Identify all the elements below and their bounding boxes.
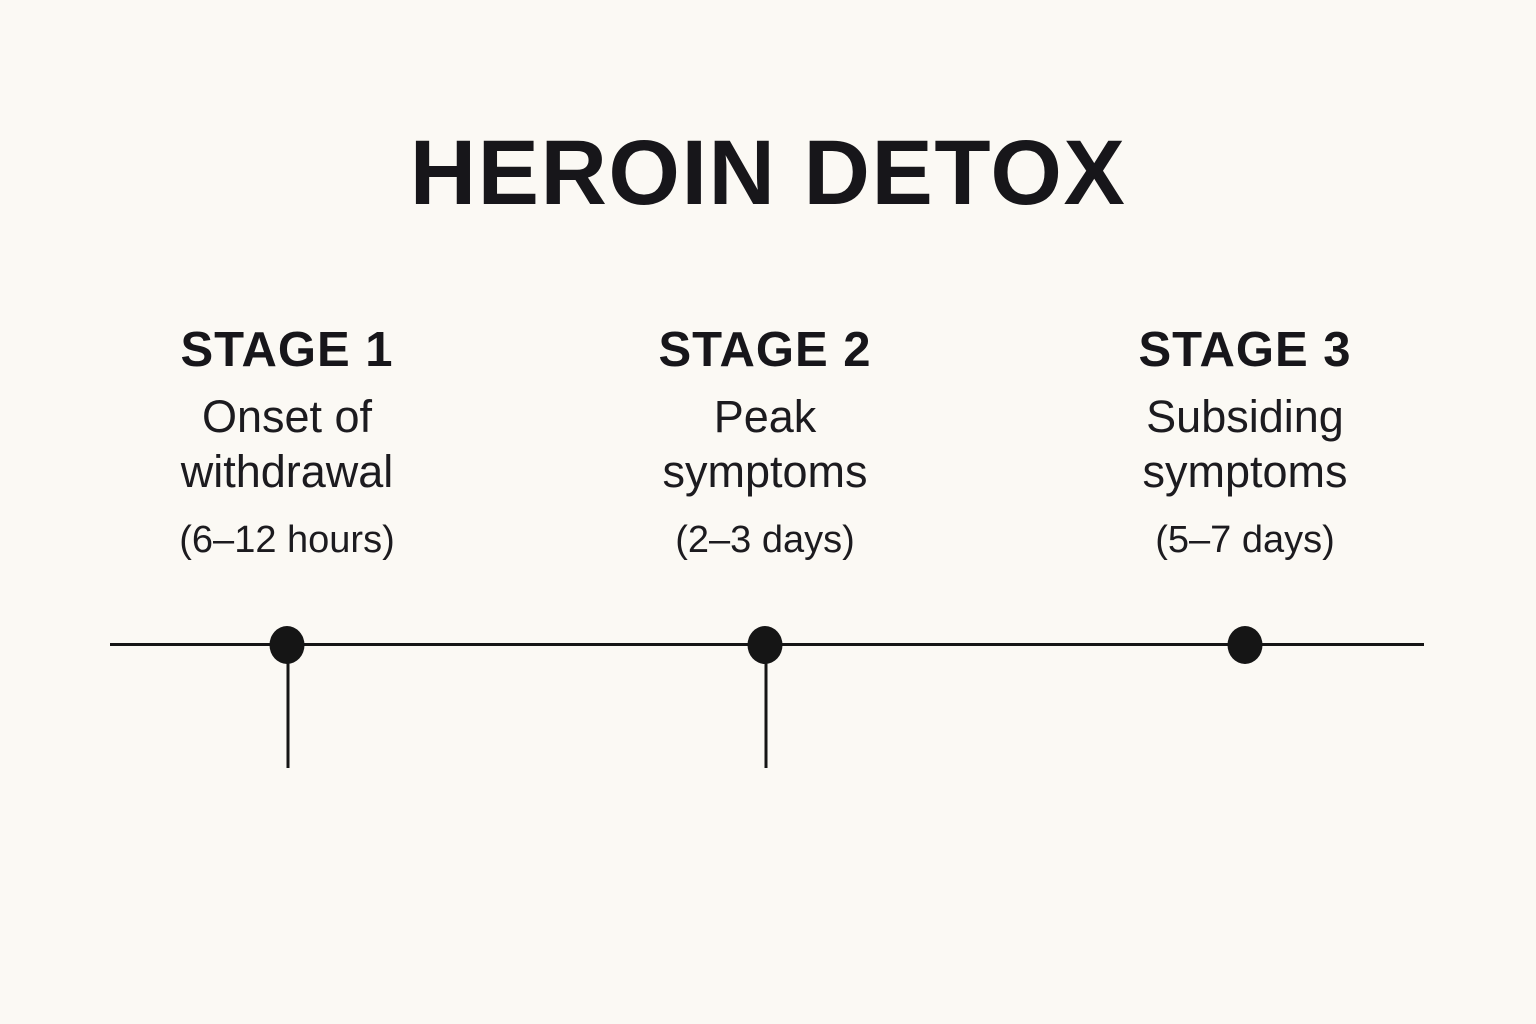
timeline-drop-line: [764, 645, 768, 768]
stage-label: STAGE 2: [658, 323, 872, 377]
stage-column-2: STAGE 2 Peak symptoms (2–3 days): [585, 322, 945, 564]
stage-name: Onset of withdrawal: [180, 391, 394, 498]
page-title: HEROIN DETOX: [409, 122, 1127, 224]
stage-column-1: STAGE 1 Onset of withdrawal (6–12 hours): [107, 322, 467, 564]
stage-label: STAGE 3: [1138, 323, 1352, 377]
stage-label: STAGE 1: [180, 323, 394, 377]
stage-duration: (6–12 hours): [179, 519, 395, 562]
stage-name: Subsiding symptoms: [1142, 391, 1348, 498]
stage-column-3: STAGE 3 Subsiding symptoms (5–7 days): [1065, 322, 1425, 564]
stage-name: Peak symptoms: [662, 391, 868, 498]
stage-duration: (2–3 days): [675, 519, 855, 562]
timeline-drop-line: [286, 645, 290, 768]
timeline-dot: [1227, 626, 1263, 664]
stage-duration: (5–7 days): [1155, 519, 1335, 562]
